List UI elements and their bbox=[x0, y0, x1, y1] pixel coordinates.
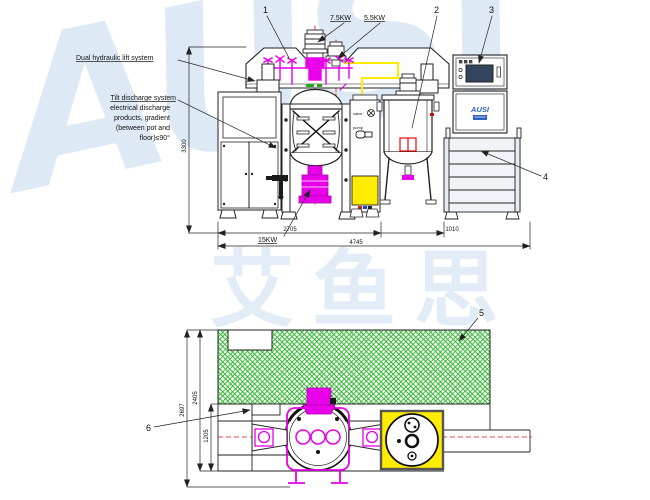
water-pot bbox=[376, 73, 440, 205]
callout-5: 5 bbox=[479, 308, 484, 318]
plan-motor bbox=[302, 387, 336, 415]
oil-tank bbox=[351, 175, 379, 206]
dome-piping-manifold bbox=[261, 55, 354, 91]
lift-cylinder-left bbox=[256, 63, 280, 93]
stairs-platform bbox=[443, 127, 522, 220]
panel-knob-1[interactable] bbox=[458, 68, 463, 72]
pot-lugs bbox=[376, 101, 440, 112]
control-column: valve pump bbox=[349, 94, 381, 218]
pot-legs bbox=[384, 157, 432, 201]
dim-text-3300: 3300 bbox=[182, 139, 188, 153]
dim-text-1010: 1010 bbox=[445, 227, 459, 233]
svg-text:electrical discharge: electrical discharge bbox=[110, 105, 170, 112]
dim-text-1205: 1205 bbox=[204, 429, 210, 443]
dim-text-2697: 2697 bbox=[180, 403, 186, 417]
valve-symbol-icon bbox=[367, 109, 375, 117]
callout-2-leader bbox=[411, 15, 438, 129]
plan-view: 2697 2405 1205 5 6 bbox=[146, 308, 532, 488]
tilt-discharge-label: Tilt discharge system electrical dischar… bbox=[110, 95, 176, 142]
panel-brand-badge bbox=[473, 115, 487, 120]
cabinet-foot-left bbox=[219, 209, 237, 219]
dim-text-2405: 2405 bbox=[193, 391, 199, 405]
svg-text:floor)≤90°: floor)≤90° bbox=[140, 134, 171, 142]
homogenizer-motor bbox=[298, 165, 332, 204]
motor-left-leader bbox=[317, 22, 345, 43]
bottom-valve bbox=[266, 175, 288, 200]
plan-junction-box bbox=[251, 403, 281, 416]
pot-outlet-valve bbox=[402, 175, 414, 180]
plan-dim-lines bbox=[184, 329, 290, 488]
callout-3: 3 bbox=[489, 5, 494, 15]
callout-1-leader bbox=[266, 15, 290, 59]
vessel-paddles bbox=[296, 116, 336, 148]
svg-text:Tilt discharge system: Tilt discharge system bbox=[111, 95, 177, 102]
callout-4: 4 bbox=[543, 172, 548, 182]
panel-brand-logo: AUSI bbox=[470, 105, 490, 114]
callout-6-leader bbox=[153, 408, 251, 428]
tank-label-marks bbox=[358, 206, 372, 209]
pot-outlet bbox=[404, 165, 412, 176]
motor-right-leader bbox=[337, 22, 381, 59]
dim-bottom-lines bbox=[217, 221, 531, 250]
cabinet-foot-right bbox=[261, 209, 279, 219]
callout-4-leader bbox=[480, 150, 542, 177]
tilt-discharge-leader bbox=[177, 99, 277, 149]
pot-dish bbox=[383, 151, 433, 165]
callout-5-leader bbox=[458, 317, 479, 342]
valve-label: valve bbox=[353, 111, 363, 116]
pump-label: pump bbox=[353, 125, 364, 130]
dual-hydraulic-label: Dual hydraulic lift system bbox=[76, 55, 154, 62]
homogenizer-leader bbox=[283, 189, 311, 237]
dual-hydraulic-leader bbox=[177, 59, 256, 82]
dim-text-4745: 4745 bbox=[349, 240, 363, 246]
motor-left-power-label: 7.5KW bbox=[330, 15, 351, 22]
pot-rim bbox=[381, 94, 435, 101]
vessel-dish bbox=[289, 152, 343, 167]
plan-vessel bbox=[284, 387, 352, 484]
hydraulic-cabinet bbox=[217, 91, 282, 219]
panel-indicator-lights bbox=[459, 60, 473, 64]
pot-stirrer bbox=[399, 137, 417, 152]
plan-wing-left bbox=[251, 423, 288, 452]
svg-text:products, gradient: products, gradient bbox=[114, 115, 170, 122]
dim-text-2705: 2705 bbox=[283, 227, 297, 233]
plan-wing-right bbox=[348, 423, 385, 452]
elevation-view: valve pump bbox=[76, 5, 548, 250]
callout-6: 6 bbox=[146, 423, 151, 433]
callout-1: 1 bbox=[263, 5, 268, 15]
pump-symbol-icon bbox=[355, 130, 373, 139]
plan-water-pot bbox=[379, 409, 445, 471]
plan-homogenizer-ports bbox=[295, 429, 341, 445]
svg-text:(between pot and: (between pot and bbox=[116, 125, 170, 132]
main-vessel bbox=[266, 88, 356, 220]
callout-3-leader bbox=[478, 15, 493, 64]
dim-height-3300 bbox=[186, 46, 247, 234]
homogenizer-power-label: 15KW bbox=[258, 237, 277, 244]
control-panel: AUSI bbox=[452, 54, 508, 134]
watermark-chinese: 艾鱼思 bbox=[210, 241, 517, 339]
callout-2: 2 bbox=[434, 5, 439, 15]
panel-knob-2[interactable] bbox=[458, 75, 463, 79]
top-motor-7-5kw bbox=[302, 29, 328, 61]
vessel-flange bbox=[283, 103, 349, 110]
motor-right-power-label: 5.5KW bbox=[364, 15, 385, 22]
hatch-notch bbox=[227, 329, 273, 351]
panel-screen bbox=[465, 64, 494, 83]
pot-motor bbox=[395, 73, 421, 96]
vessel-scrapers bbox=[292, 111, 340, 152]
panel-side-slot bbox=[496, 66, 501, 78]
